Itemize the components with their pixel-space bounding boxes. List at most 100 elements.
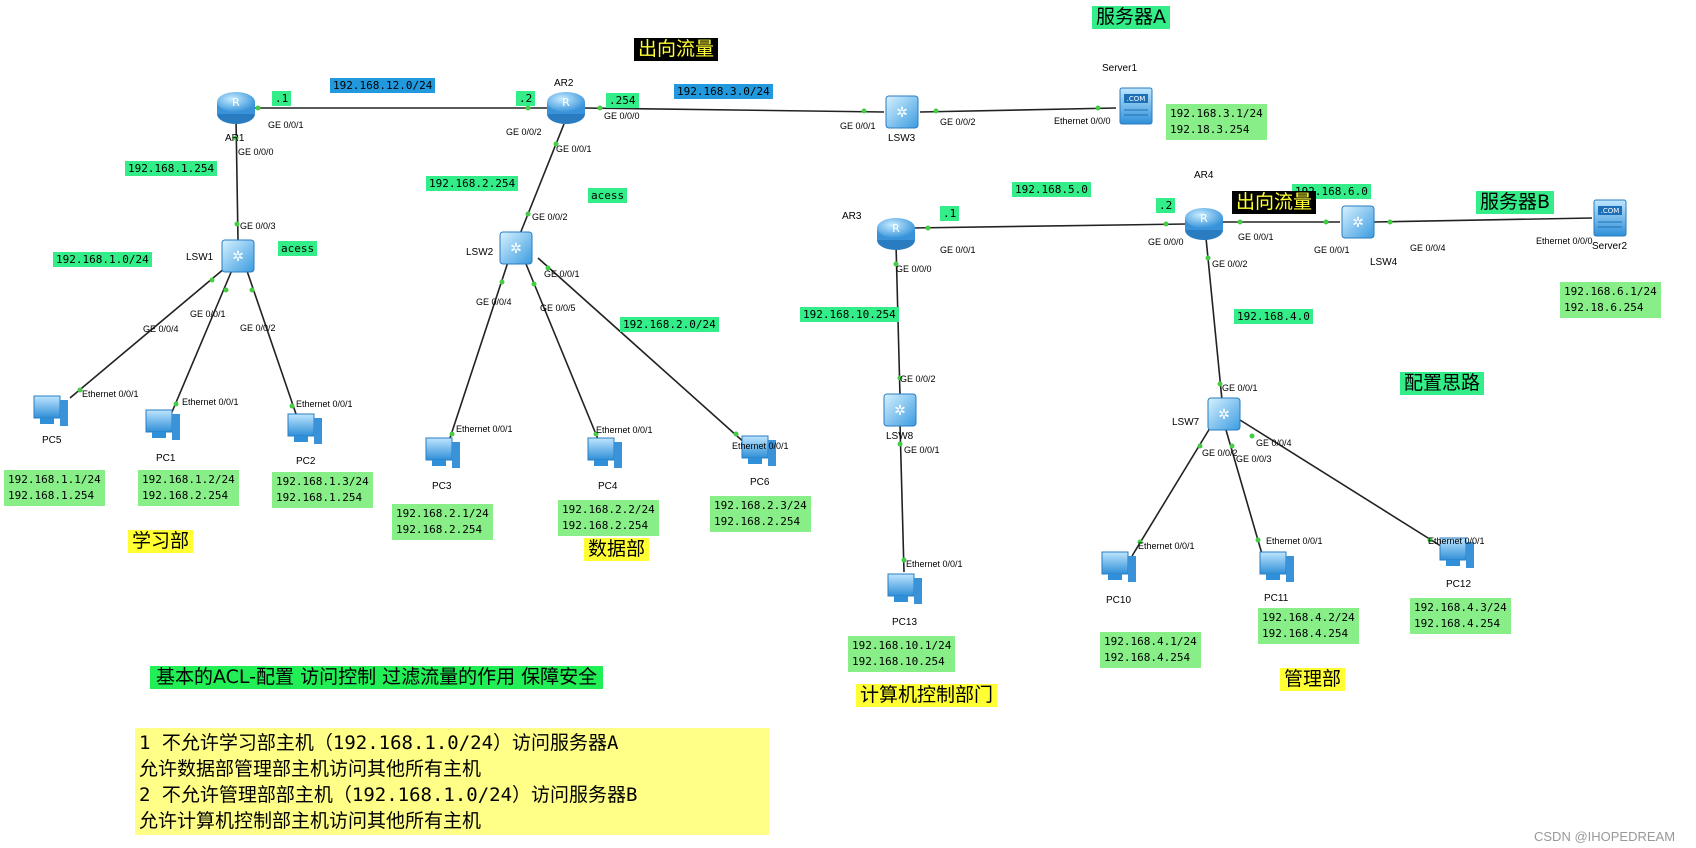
router-icon[interactable]: R: [217, 92, 255, 124]
port-label: Ethernet 0/0/0: [1054, 116, 1111, 126]
device-label-ar1: AR1: [225, 133, 245, 144]
svg-text:R: R: [562, 96, 570, 109]
label-acess-2: acess: [588, 188, 628, 203]
links: [69, 107, 1593, 573]
pc-icon[interactable]: [741, 435, 776, 466]
port-label: GE 0/0/1: [1314, 245, 1350, 255]
ip-ar2-gw: 192.168.2.254: [426, 176, 519, 191]
ipbox-pc13: 192.168.10.1/24 192.168.10.254: [848, 636, 956, 672]
label-acess-1: acess: [278, 241, 318, 256]
port-label: GE 0/0/1: [1238, 232, 1274, 242]
ipbox-pc10: 192.168.4.1/24 192.168.4.254: [1100, 632, 1201, 668]
pc-icon[interactable]: [287, 413, 322, 444]
device-label-lsw8: LSW8: [886, 431, 914, 442]
pc-icon[interactable]: [33, 395, 68, 426]
gw-pc1: 192.168.2.254: [142, 489, 229, 502]
link-lsw8-pc13: [899, 423, 905, 573]
port-label: GE 0/0/1: [840, 121, 876, 131]
port-label: Ethernet 0/0/1: [1138, 541, 1195, 551]
ip-server1: 192.168.3.1/24: [1170, 107, 1263, 120]
port-label: GE 0/0/2: [240, 323, 276, 333]
port-label: Ethernet 0/0/1: [1428, 536, 1485, 546]
ip-pc3: 192.168.2.1/24: [396, 507, 489, 520]
pc-icon[interactable]: [1101, 551, 1136, 582]
pc-icon[interactable]: [425, 437, 460, 468]
net-label-12: 192.168.12.0/24: [330, 78, 436, 93]
server-com-text: .COM: [1127, 95, 1146, 103]
router-icon[interactable]: R: [1185, 208, 1223, 240]
port-label: GE 0/0/4: [476, 297, 512, 307]
port-label: Ethernet 0/0/1: [906, 559, 963, 569]
device-label-pc11: PC11: [1264, 593, 1289, 604]
svg-text:✲: ✲: [510, 241, 522, 257]
switch-icon[interactable]: ✲: [1207, 397, 1241, 431]
link-lsw2-pc4: [525, 263, 601, 445]
ip-dot-1: .1: [272, 91, 292, 106]
router-icon[interactable]: R: [877, 218, 915, 250]
ipbox-pc5: 192.168.1.1/24 192.168.1.254: [4, 470, 105, 506]
port-label: GE 0/0/2: [900, 374, 936, 384]
link-ar2-lsw3: [583, 107, 885, 113]
server-a-label: 服务器A: [1092, 6, 1170, 29]
ipbox-pc11: 192.168.4.2/24 192.168.4.254: [1258, 608, 1359, 644]
pc-icon[interactable]: [145, 409, 180, 440]
switch-icon[interactable]: ✲: [1341, 205, 1375, 239]
device-label-pc13: PC13: [892, 617, 918, 628]
svg-text:✲: ✲: [896, 105, 908, 121]
port-label: GE 0/0/5: [540, 303, 576, 313]
ip-pc10: 192.168.4.1/24: [1104, 635, 1197, 648]
ip-dot-2-ar4: .2: [1156, 198, 1176, 213]
ip-ar1-gw: 192.168.1.254: [125, 161, 218, 176]
server-icon[interactable]: .COM: [1593, 199, 1627, 237]
note-line: 2 不允许管理部部主机（192.168.1.0/24）访问服务器B: [139, 784, 638, 806]
link-lsw3-server1: [919, 107, 1117, 113]
svg-text:✲: ✲: [1218, 407, 1230, 423]
pc-icon[interactable]: [587, 437, 622, 468]
switch-icon[interactable]: ✲: [883, 393, 917, 427]
port-label: Ethernet 0/0/1: [456, 424, 513, 434]
mgmt-dept-label: 管理部: [1280, 668, 1346, 691]
port-label: Ethernet 0/0/1: [182, 397, 239, 407]
device-label-lsw7: LSW7: [1172, 417, 1200, 428]
switch-icon[interactable]: ✲: [885, 95, 919, 129]
ip-ar3-gw: 192.168.10.254: [800, 307, 899, 322]
gw-server1: 192.18.3.254: [1170, 123, 1250, 136]
computer-dept-label: 计算机控制部门: [856, 684, 998, 707]
port-label: Ethernet 0/0/1: [596, 425, 653, 435]
port-label: GE 0/0/3: [240, 221, 276, 231]
pc-icon[interactable]: [887, 573, 922, 604]
link-lsw1-pc2: [245, 267, 297, 415]
ipbox-pc3: 192.168.2.1/24 192.168.2.254: [392, 504, 493, 540]
device-label-pc6: PC6: [750, 477, 770, 488]
port-label: GE 0/0/0: [896, 264, 932, 274]
svg-text:✲: ✲: [894, 403, 906, 419]
ip-net-2: 192.168.2.0/24: [620, 317, 719, 332]
ip-dot-1-ar3: .1: [940, 206, 960, 221]
switch-icon[interactable]: ✲: [221, 239, 255, 273]
link-lsw4-server2: [1373, 217, 1593, 223]
outbound-traffic-label-2: 出向流量: [1232, 191, 1317, 214]
link-lsw2-pc3: [447, 261, 509, 445]
ip-server2: 192.168.6.1/24: [1564, 285, 1657, 298]
port-label: GE 0/0/2: [532, 212, 568, 222]
router-icon[interactable]: R: [547, 92, 585, 124]
pc-icon[interactable]: [1259, 551, 1294, 582]
port-label: GE 0/0/1: [268, 120, 304, 130]
ipbox-server2: 192.168.6.1/24 192.18.6.254: [1560, 282, 1661, 318]
ipbox-pc2: 192.168.1.3/24 192.168.1.254: [272, 472, 373, 508]
pc-icon[interactable]: [1439, 537, 1474, 568]
device-label-pc2: PC2: [296, 456, 316, 467]
gw-server2: 192.18.6.254: [1564, 301, 1644, 314]
device-label-pc1: PC1: [156, 453, 176, 464]
data-dept-label: 数据部: [584, 538, 650, 561]
link-ar3-ar4: [911, 223, 1187, 229]
switch-icon[interactable]: ✲: [499, 231, 533, 265]
svg-text:R: R: [1200, 212, 1208, 225]
server-icon[interactable]: .COM: [1119, 87, 1153, 125]
gw-pc12: 192.168.4.254: [1414, 617, 1501, 630]
port-label: GE 0/0/1: [556, 144, 592, 154]
gw-pc2: 192.168.1.254: [276, 491, 363, 504]
gw-pc4: 192.168.2.254: [562, 519, 649, 532]
ip-pc13: 192.168.10.1/24: [852, 639, 952, 652]
